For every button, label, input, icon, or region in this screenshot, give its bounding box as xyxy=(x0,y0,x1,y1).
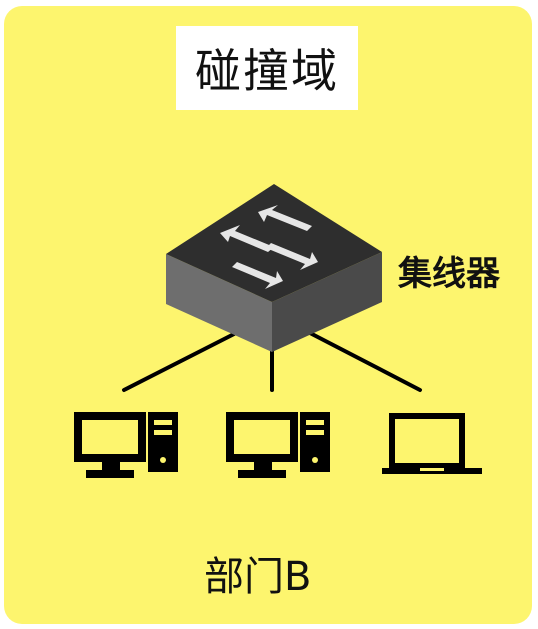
link-to-desktop-1 xyxy=(122,331,238,392)
connection-lines xyxy=(122,331,422,392)
desktop-computer-icon xyxy=(74,412,178,478)
title-box: 碰撞域 xyxy=(176,26,358,110)
hub-label: 集线器 xyxy=(398,254,500,294)
link-to-laptop xyxy=(308,331,422,392)
diagram-title: 碰撞域 xyxy=(195,44,339,98)
desktop-computer-icon xyxy=(226,412,330,478)
department-label: 部门B xyxy=(204,554,312,600)
hub-icon xyxy=(166,184,382,352)
laptop-icon xyxy=(382,413,482,474)
